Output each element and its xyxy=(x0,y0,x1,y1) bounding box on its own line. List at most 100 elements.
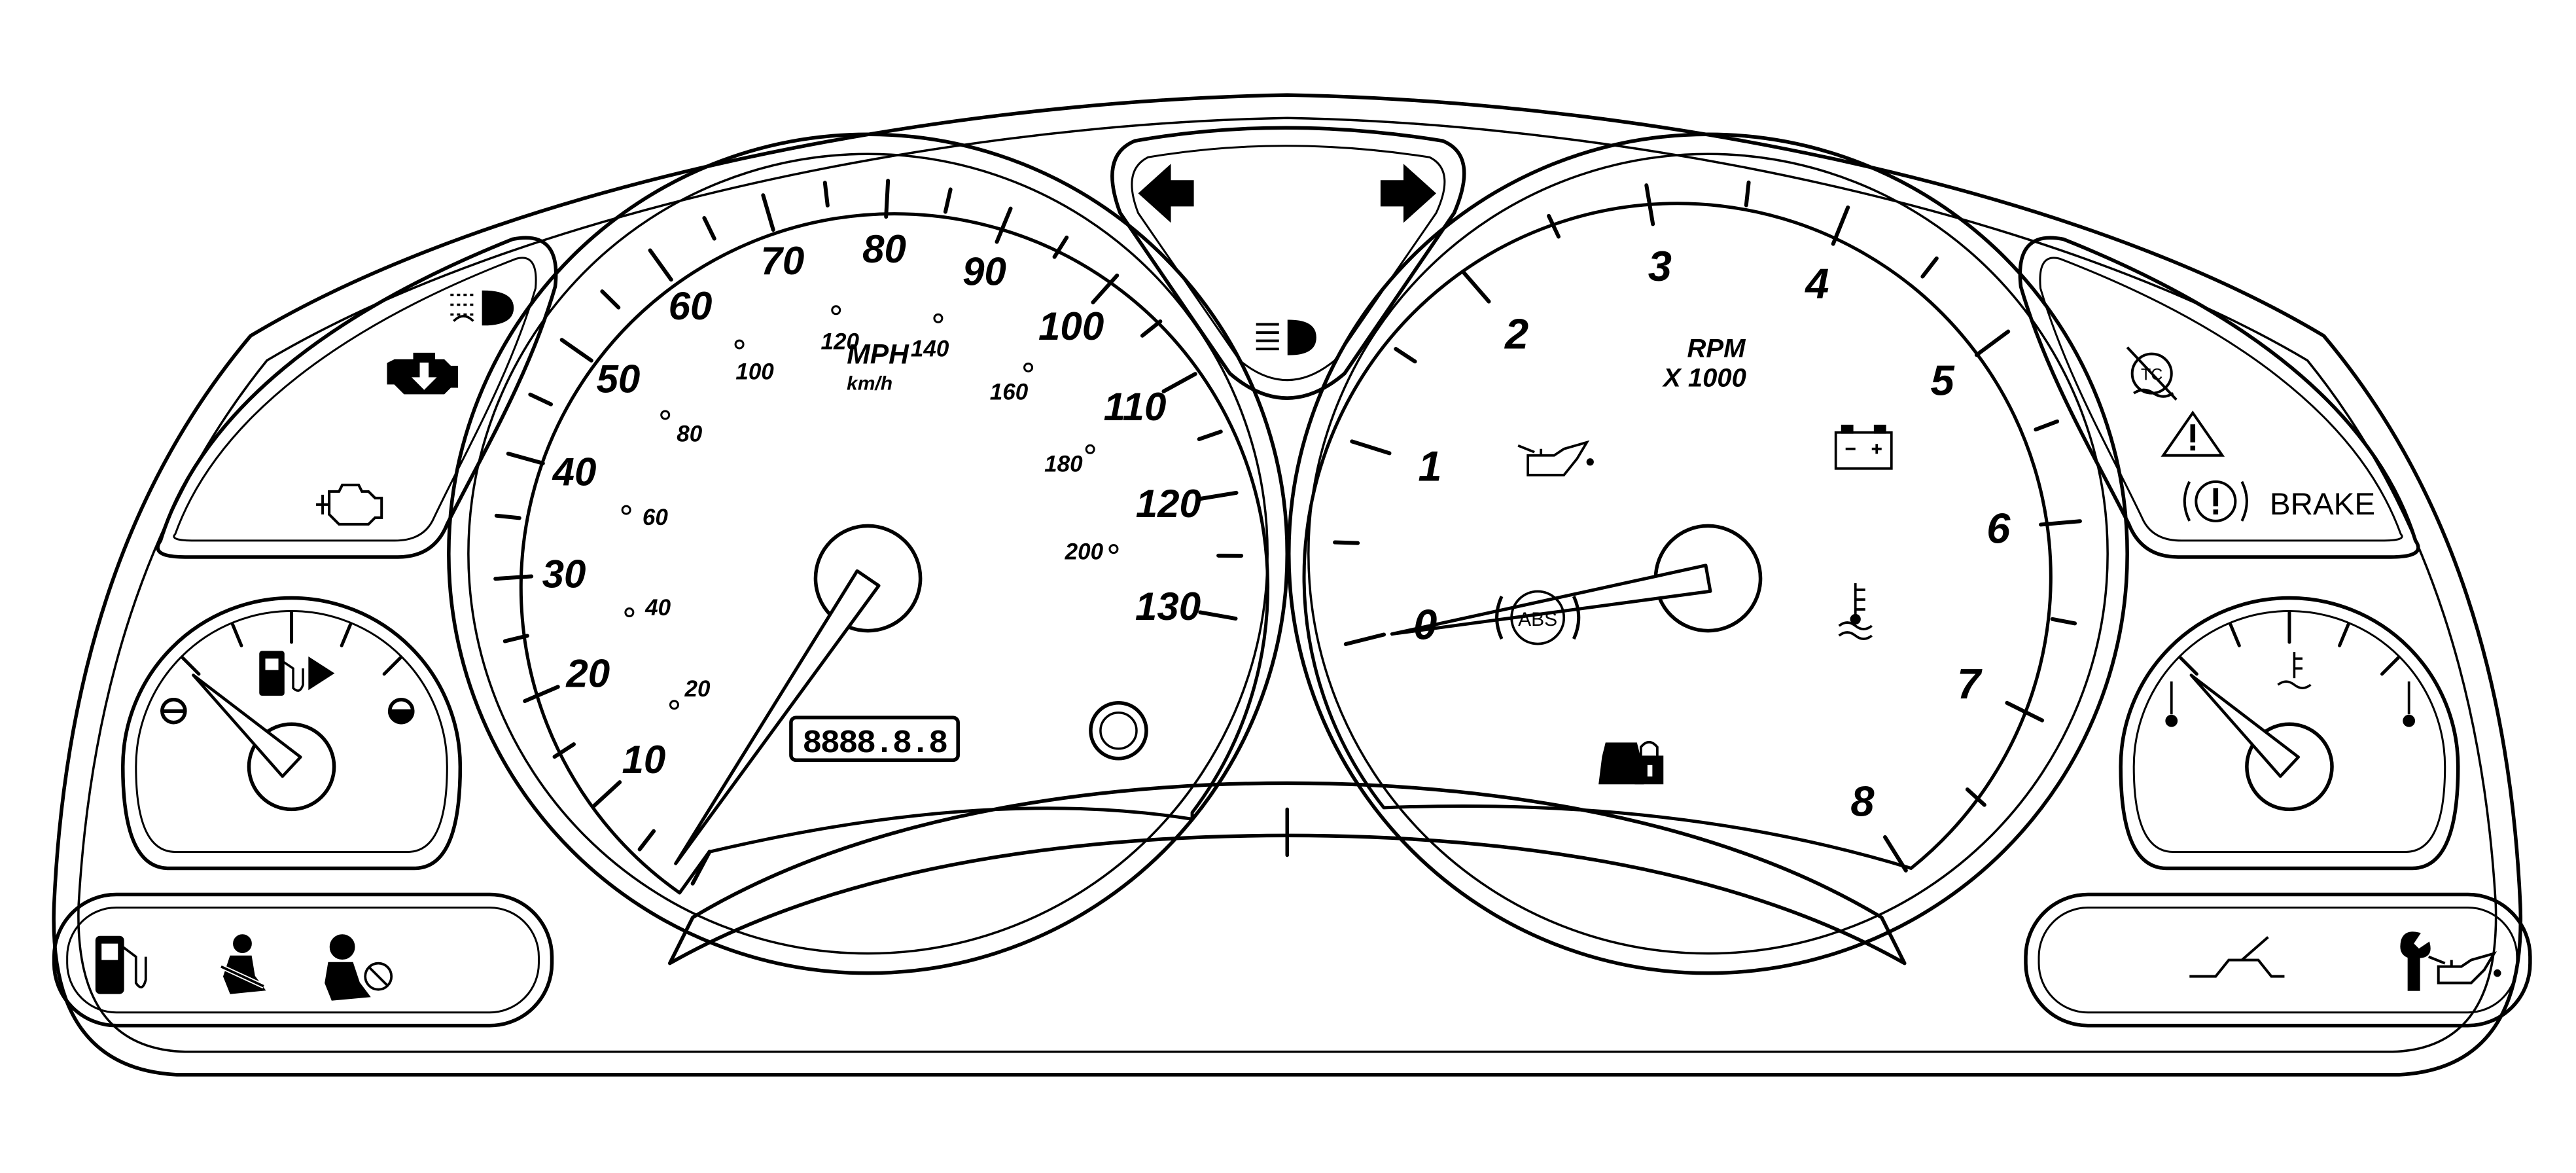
fog-lamp-icon xyxy=(450,290,514,326)
airbag-icon xyxy=(325,934,393,1001)
mph-label: 130 xyxy=(1135,585,1201,628)
kmh-label: 40 xyxy=(644,595,671,621)
traction-control-off-icon: TC xyxy=(2126,346,2178,401)
speedometer-tick xyxy=(1140,319,1163,338)
kmh-dot xyxy=(669,700,679,710)
temp-gauge-housing xyxy=(2119,596,2460,871)
speedometer-tick xyxy=(702,216,716,241)
speedometer-tick xyxy=(591,780,622,809)
bottom-left-telltale-strip xyxy=(52,892,554,1028)
fuel-gauge-pump-icon xyxy=(259,651,335,696)
mph-label: 60 xyxy=(669,284,713,328)
trip-reset-button[interactable] xyxy=(1089,700,1148,761)
kmh-dot xyxy=(621,505,631,515)
tachometer-needle xyxy=(1390,564,1712,636)
rpm-label: 3 xyxy=(1648,242,1672,290)
turn-left-arrow-icon xyxy=(1138,164,1194,223)
rpm-label: 6 xyxy=(1986,505,2011,552)
rpm-label: 2 xyxy=(1504,310,1528,357)
speedometer-needle xyxy=(674,569,881,865)
tachometer-tick xyxy=(1744,180,1751,208)
kmh-label: 140 xyxy=(911,336,949,361)
turn-right-arrow-icon xyxy=(1380,164,1437,223)
speedometer-tick xyxy=(1091,273,1120,304)
tc-label: TC xyxy=(2141,366,2162,384)
mph-label: 50 xyxy=(596,357,640,401)
odometer-display xyxy=(789,715,960,763)
fuel-gauge-needle xyxy=(192,674,302,778)
speedometer-tick xyxy=(822,181,830,208)
speedometer-tick xyxy=(1197,429,1223,441)
speedometer-tick xyxy=(637,829,656,852)
odometer-digits: 8888.8.8 xyxy=(802,725,947,763)
mph-label: 100 xyxy=(1038,304,1104,348)
tachometer-tick xyxy=(2005,700,2045,723)
kmh-dot xyxy=(831,305,841,316)
kmh-label: 60 xyxy=(643,505,668,530)
speedometer-tick xyxy=(503,634,529,643)
kmh-label: 80 xyxy=(677,422,702,447)
oil-pressure-icon xyxy=(1517,440,1594,477)
kmh-dot xyxy=(734,339,745,350)
rpm-label: 5 xyxy=(1931,356,1955,404)
tachometer-tick xyxy=(1974,329,2011,357)
coolant-temp-icon xyxy=(1838,583,1873,640)
speedometer-tick xyxy=(600,289,621,310)
gauge-tick xyxy=(231,623,243,647)
abs-label: ABS xyxy=(1518,609,1557,630)
speedometer-tick xyxy=(648,248,673,282)
speedometer-ticks xyxy=(493,179,1244,886)
rpm-label: 0 xyxy=(1413,600,1437,648)
tachometer-bezel xyxy=(1286,132,2129,975)
speedometer-unit-mph: MPH xyxy=(847,339,909,370)
high-beam-icon xyxy=(1256,319,1316,355)
tachometer-tick xyxy=(2034,419,2060,432)
rpm-label: 1 xyxy=(1418,442,1441,490)
speedometer-tick xyxy=(559,338,593,363)
turn-signal-pod xyxy=(1110,126,1466,400)
mph-label: 110 xyxy=(1104,385,1167,429)
speedometer-tick xyxy=(1199,490,1239,501)
tachometer-tick xyxy=(1644,183,1655,226)
tachometer-tick xyxy=(1883,835,1908,873)
speedometer-unit-kmh: km/h xyxy=(847,373,892,395)
kmh-label: 200 xyxy=(1065,539,1104,565)
tachometer-tick xyxy=(1831,205,1850,246)
speedometer-face xyxy=(519,212,1270,895)
speedometer-tick xyxy=(523,685,560,704)
speedometer-tick xyxy=(884,179,891,219)
fuel-pump-icon xyxy=(95,935,147,994)
tachometer-tick xyxy=(2039,519,2082,527)
tachometer-ticks xyxy=(1333,180,2082,873)
temp-cold-marker-icon xyxy=(2165,681,2178,727)
tachometer-unit-rpm: RPM xyxy=(1687,334,1746,363)
mph-label: 30 xyxy=(542,552,586,596)
rpm-label: 4 xyxy=(1804,260,1829,308)
speedometer-tick xyxy=(1052,235,1069,259)
gauge-tick xyxy=(340,623,353,647)
mph-label: 20 xyxy=(565,652,610,696)
kmh-label: 160 xyxy=(990,380,1029,405)
brake-warning-icon xyxy=(2183,480,2248,522)
kmh-label: 120 xyxy=(821,329,860,354)
tachometer-tick xyxy=(1350,439,1392,456)
right-telltale-panel xyxy=(2018,236,2420,559)
engine-service-icon xyxy=(387,352,459,395)
tachometer-unit-x1000: X 1000 xyxy=(1662,364,1746,393)
speedometer-tick xyxy=(690,850,712,886)
temp-hot-marker-icon xyxy=(2403,681,2416,727)
kmh-dot xyxy=(1023,362,1034,372)
kmh-dot xyxy=(660,410,671,420)
bottom-trim xyxy=(667,781,1907,965)
brake-label: BRAKE xyxy=(2270,487,2375,522)
kmh-dot xyxy=(933,313,944,323)
gauge-tick xyxy=(2229,623,2241,647)
tachometer-tick xyxy=(1343,632,1386,646)
security-lock-icon xyxy=(1598,740,1664,785)
rpm-label: 7 xyxy=(1957,660,1983,708)
speedometer-tick xyxy=(552,742,576,759)
